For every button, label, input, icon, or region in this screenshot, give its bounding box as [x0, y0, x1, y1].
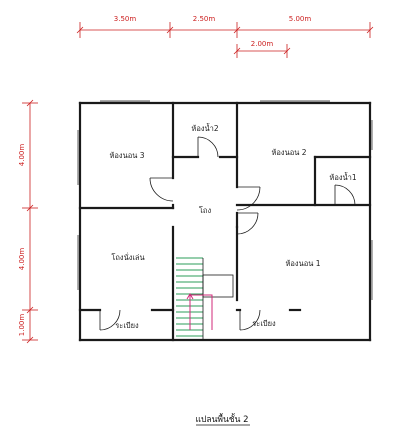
dim-left-3: 1.00m: [18, 314, 26, 337]
room-bedroom-1: ห้องนอน 1: [285, 259, 320, 268]
room-balcony-right: ระเบียง: [252, 319, 276, 328]
dim-left-1: 4.00m: [18, 144, 26, 167]
windows: [77, 100, 373, 300]
dim-left-2: 4.00m: [18, 248, 26, 271]
room-hall: โถง: [199, 206, 212, 215]
walls: [78, 101, 372, 342]
room-bathroom-2: ห้องน้ำ2: [191, 123, 218, 133]
room-bedroom-2: ห้องนอน 2: [271, 148, 306, 157]
staircase: [176, 257, 234, 340]
room-living: โถงนั่งเล่น: [111, 252, 144, 262]
room-bathroom-1: ห้องน้ำ1: [329, 172, 356, 182]
doors: [99, 136, 356, 331]
dimension-lines: [22, 22, 374, 344]
dim-top-2: 2.50m: [193, 15, 216, 23]
dim-top-sub: 2.00m: [251, 40, 274, 48]
room-bedroom-3: ห้องนอน 3: [109, 151, 144, 160]
dim-top-3: 5.00m: [289, 15, 312, 23]
dim-top-1: 3.50m: [114, 15, 137, 23]
plan-title: แปลนพื้นชั้น 2: [196, 413, 249, 425]
room-balcony-left: ระเบียง: [115, 321, 139, 330]
